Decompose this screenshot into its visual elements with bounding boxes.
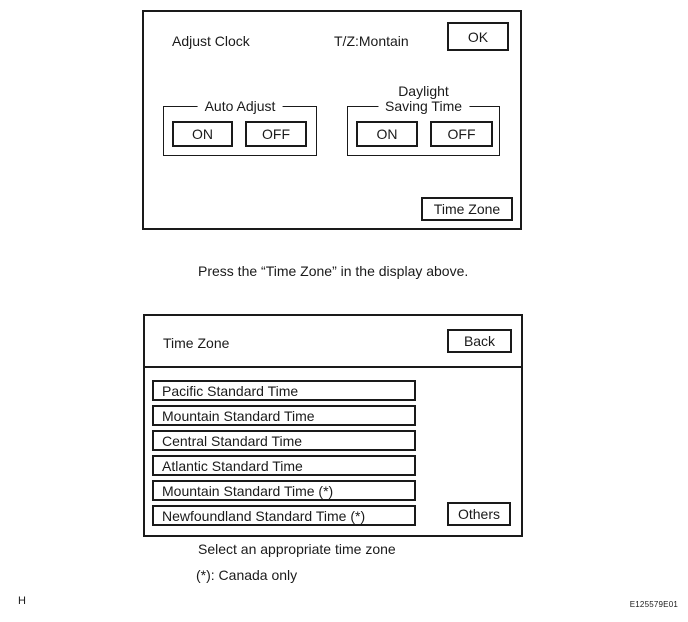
back-button[interactable]: Back: [447, 329, 512, 353]
dst-label-line2: Saving Time: [384, 98, 463, 114]
timezone-item-atlantic[interactable]: Atlantic Standard Time: [152, 455, 416, 476]
dst-on-button[interactable]: ON: [356, 121, 418, 147]
timezone-item-mountain[interactable]: Mountain Standard Time: [152, 405, 416, 426]
auto-adjust-group: Auto Adjust ON OFF: [163, 99, 317, 156]
auto-adjust-group-label: Auto Adjust: [197, 99, 283, 114]
dst-off-button[interactable]: OFF: [430, 121, 493, 147]
caption-select-time-zone: Select an appropriate time zone: [198, 541, 396, 557]
dst-label-line1: Daylight: [398, 83, 449, 99]
time-zone-screen: Time Zone Back Pacific Standard Time Mou…: [143, 314, 523, 537]
daylight-saving-time-group: Daylight Saving Time ON OFF: [347, 84, 500, 156]
figure-code: E125579E01: [629, 600, 678, 609]
auto-adjust-off-button[interactable]: OFF: [245, 121, 307, 147]
adjust-clock-title: Adjust Clock: [172, 33, 250, 49]
page-marker: H: [18, 595, 26, 607]
daylight-saving-time-group-label: Daylight Saving Time: [377, 83, 470, 114]
ok-button[interactable]: OK: [447, 22, 509, 51]
others-button[interactable]: Others: [447, 502, 511, 526]
timezone-item-pacific[interactable]: Pacific Standard Time: [152, 380, 416, 401]
timezone-status-text: T/Z:Montain: [334, 33, 409, 49]
adjust-clock-screen: Adjust Clock T/Z:Montain OK Auto Adjust …: [142, 10, 522, 230]
timezone-item-newfoundland-canada[interactable]: Newfoundland Standard Time (*): [152, 505, 416, 526]
time-zone-header: Time Zone Back: [145, 316, 521, 368]
caption-canada-note: (*): Canada only: [196, 567, 298, 583]
auto-adjust-on-button[interactable]: ON: [172, 121, 233, 147]
timezone-item-central[interactable]: Central Standard Time: [152, 430, 416, 451]
caption-press-time-zone: Press the “Time Zone” in the display abo…: [198, 263, 469, 279]
timezone-list: Pacific Standard Time Mountain Standard …: [152, 380, 416, 526]
time-zone-button[interactable]: Time Zone: [421, 197, 513, 221]
timezone-item-mountain-canada[interactable]: Mountain Standard Time (*): [152, 480, 416, 501]
time-zone-title: Time Zone: [163, 335, 230, 351]
